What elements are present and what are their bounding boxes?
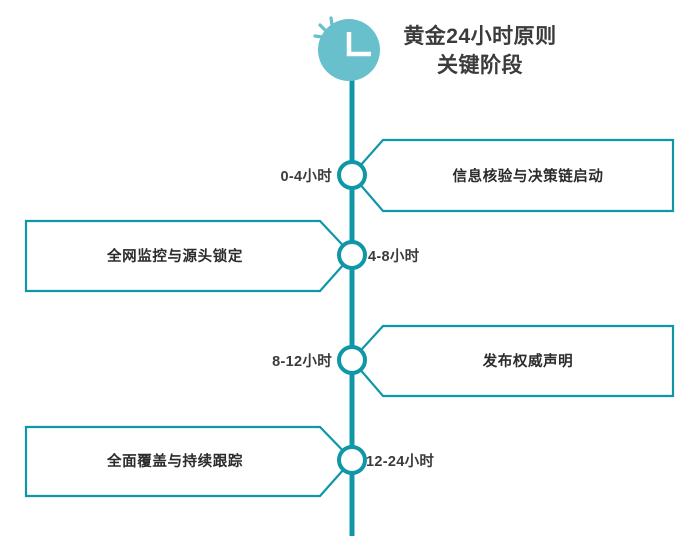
milestone-3-banner[interactable] <box>350 324 675 398</box>
milestone-4-time-label: 12-24小时 <box>366 454 435 470</box>
clock-icon <box>313 16 380 81</box>
milestone-2-banner[interactable] <box>24 219 354 293</box>
milestone-2-time-label: 4-8小时 <box>368 249 420 265</box>
page-title-line1: 黄金24小时原则 <box>403 25 557 48</box>
milestone-4-banner[interactable] <box>24 425 354 498</box>
milestone-4-node[interactable] <box>337 445 367 475</box>
milestone-3-time-label: 8-12小时 <box>272 354 332 370</box>
page-title-line2: 关键阶段 <box>437 54 523 77</box>
milestone-1-node[interactable] <box>337 160 367 190</box>
milestone-1-banner[interactable] <box>350 138 675 213</box>
milestone-3-node[interactable] <box>337 345 367 375</box>
milestone-3-description: 发布权威声明 <box>482 354 574 370</box>
page-title: 黄金24小时原则 关键阶段 <box>386 22 686 80</box>
milestone-2-node[interactable] <box>337 240 367 270</box>
milestone-2-description: 全网监控与源头锁定 <box>107 249 243 265</box>
milestone-1-time-label: 0-4小时 <box>280 169 332 185</box>
milestone-1-description: 信息核验与决策链启动 <box>452 169 604 185</box>
milestone-4-description: 全面覆盖与持续跟踪 <box>107 454 243 470</box>
